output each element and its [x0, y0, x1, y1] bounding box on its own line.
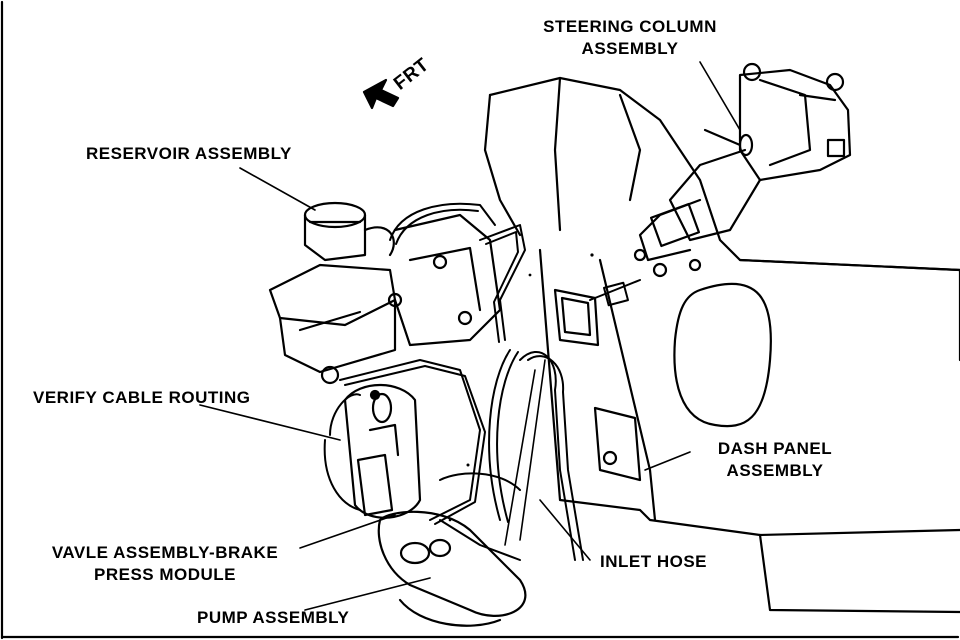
leader-lines: [199, 61, 741, 611]
valve-assembly-label: VAVLE ASSEMBLY-BRAKE PRESS MODULE: [20, 542, 310, 586]
pump-assembly: [377, 510, 527, 627]
dash-panel-assembly-label: DASH PANEL ASSEMBLY: [690, 438, 860, 482]
leader-inlet-hose: [539, 499, 591, 561]
steering-column-label-line2: ASSEMBLY: [581, 39, 679, 58]
dash-panel-assembly: [483, 76, 960, 614]
valve-assembly-label-line1: VAVLE ASSEMBLY-BRAKE: [51, 543, 279, 562]
verify-cable-routing-label: VERIFY CABLE ROUTING: [33, 388, 251, 407]
pump-assembly-label: PUMP ASSEMBLY: [197, 608, 350, 627]
speckles: [448, 253, 594, 522]
leader-verify-cable: [199, 404, 341, 441]
leader-dash-panel: [644, 451, 691, 471]
reservoir-assembly: [268, 201, 403, 385]
brake-lines: [323, 202, 641, 561]
leader-pump: [304, 577, 431, 611]
leader-steering: [699, 61, 741, 131]
leader-inlet-hose-2: [519, 359, 546, 541]
brake-press-module: [343, 213, 502, 519]
leader-valve: [299, 514, 396, 549]
dash-panel-label-line2: ASSEMBLY: [726, 461, 824, 480]
steering-column-label-line1: STEERING COLUMN: [543, 17, 717, 36]
steering-column-assembly: [633, 62, 852, 278]
front-arrow-icon: [362, 78, 400, 110]
leader-inlet-hose-3: [504, 369, 536, 546]
dash-panel-label-line1: DASH PANEL: [717, 439, 833, 458]
valve-assembly-label-line2: PRESS MODULE: [93, 565, 237, 584]
leader-reservoir: [239, 167, 316, 211]
inlet-hose-label: INLET HOSE: [600, 552, 708, 571]
steering-column-label: STEERING COLUMN ASSEMBLY: [520, 16, 740, 60]
reservoir-assembly-label: RESERVOIR ASSEMBLY: [86, 144, 292, 163]
